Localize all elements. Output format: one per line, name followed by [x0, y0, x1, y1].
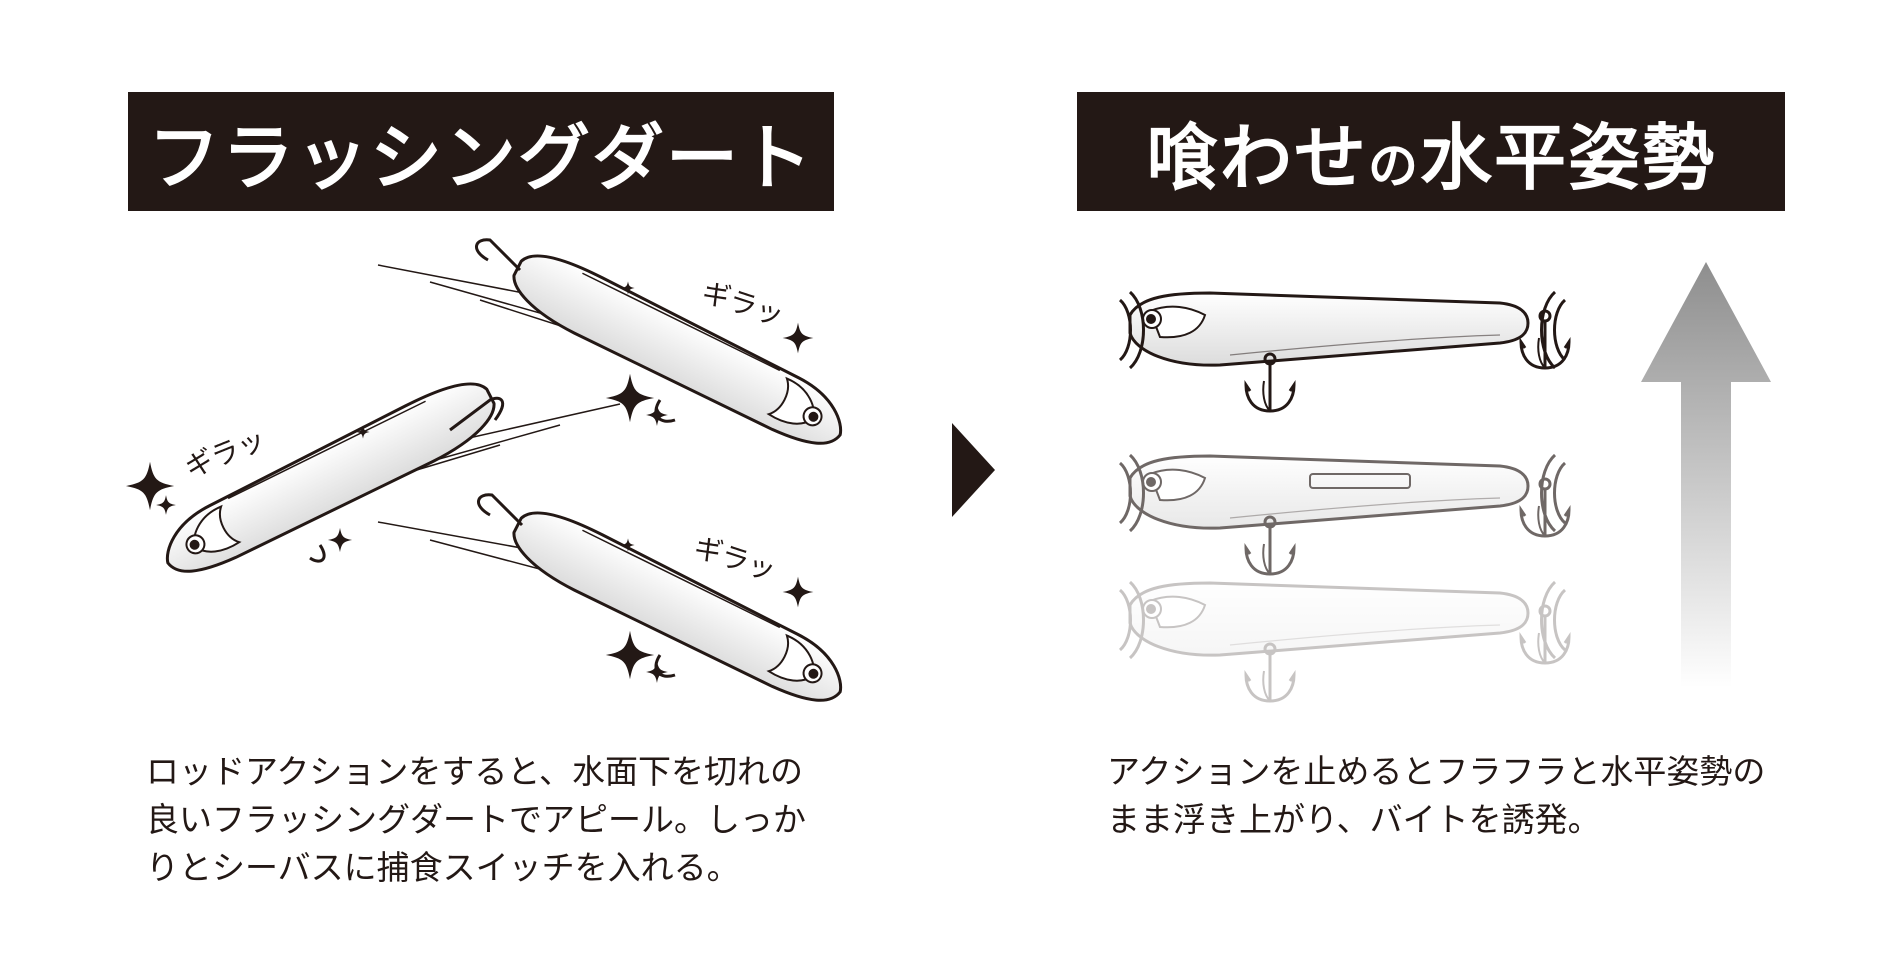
sparkle-icon — [782, 322, 814, 354]
description-line: アクションを止めるとフラフラと水平姿勢の — [1107, 752, 1766, 791]
description-line: まま浮き上がり、バイトを誘発。 — [1107, 800, 1601, 839]
sparkle-icon — [782, 576, 814, 608]
description-flashing-dart: ロッドアクションをすると、水面下を切れの 良いフラッシングダートでアピール。しっ… — [146, 748, 806, 892]
lure-horizontal-middle — [1118, 453, 1571, 576]
description-horizontal-posture: アクションを止めるとフラフラと水平姿勢の まま浮き上がり、バイトを誘発。 — [1107, 748, 1765, 844]
lure-horizontal-top — [1118, 290, 1571, 413]
title-part-2: 水平姿勢 — [1420, 116, 1717, 200]
title-part-small: の — [1368, 137, 1420, 195]
title-bar-horizontal-posture: 喰わせの水平姿勢 — [1077, 92, 1785, 211]
sparkle-icon — [646, 661, 668, 683]
lure-dart-top — [501, 240, 857, 464]
title-bar-flashing-dart: フラッシングダート — [128, 92, 834, 211]
lure-dart-bottom — [501, 497, 857, 721]
description-line: りとシーバスに捕食スイッチを入れる。 — [146, 848, 740, 887]
description-line: ロッドアクションをすると、水面下を切れの — [146, 752, 804, 791]
title-horizontal-posture: 喰わせの水平姿勢 — [1146, 99, 1716, 204]
lure-label-bottom: ギラッ — [690, 530, 780, 587]
triangle-right-arrow-icon — [952, 423, 995, 517]
title-part-1: 喰わせ — [1145, 116, 1368, 200]
sparkle-icon — [327, 527, 353, 553]
description-line: 良いフラッシングダートでアピール。しっか — [146, 800, 806, 839]
title-flashing-dart: フラッシングダート — [147, 116, 814, 200]
up-arrow-icon — [1641, 262, 1771, 688]
lure-dart-middle — [151, 368, 507, 592]
lure-label-middle: ギラッ — [180, 422, 270, 484]
lure-label-top: ギラッ — [698, 275, 788, 332]
lure-horizontal-bottom — [1118, 580, 1571, 703]
sparkle-icon — [156, 495, 176, 515]
